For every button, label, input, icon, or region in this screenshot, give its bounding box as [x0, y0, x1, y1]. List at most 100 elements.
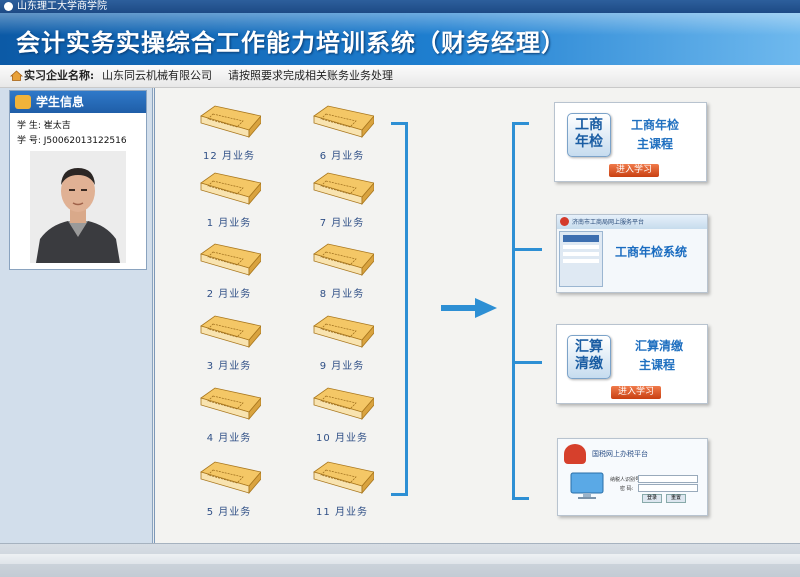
- instruction-text: 请按照要求完成相关账务业务处理: [228, 69, 393, 82]
- title-banner: 会计实务实操综合工作能力培训系统（财务经理）: [0, 13, 800, 65]
- school-name: 山东理工大学商学院: [17, 1, 107, 12]
- footer-line: [0, 554, 800, 564]
- taxpayer-id-label: 纳税人识别号:: [610, 477, 642, 483]
- month-2-ledger[interactable]: 2 月业务: [169, 242, 289, 308]
- system-sidebar: [559, 231, 603, 287]
- ledger-label: 10 月业务: [316, 433, 368, 444]
- settlement-enter-button[interactable]: 进入学习: [611, 386, 661, 399]
- annual-system-module[interactable]: 济南市工商局网上服务平台 工商年检系统: [556, 214, 708, 293]
- student-id-row: 学 号: J50062013122516: [17, 133, 127, 146]
- system-menu-line: [563, 252, 599, 256]
- ledger-book-icon: [200, 315, 261, 349]
- ledger-label: 8 月业务: [319, 289, 365, 300]
- month-3-ledger[interactable]: 3 月业务: [169, 314, 289, 380]
- annual-inspection-title: 工商年检: [631, 118, 680, 132]
- banner-gloss: [0, 13, 800, 35]
- ledger-label: 11 月业务: [316, 507, 368, 518]
- annual-inspection-module[interactable]: 工商 年检 工商年检 主课程 进入学习: [554, 102, 707, 182]
- icon-text-bottom: 年检: [575, 134, 603, 150]
- student-id: J50062013122516: [43, 136, 127, 146]
- ledger-book-icon: [200, 105, 261, 139]
- settlement-title: 汇算清缴: [635, 339, 684, 353]
- password-label: 密 码:: [620, 486, 634, 492]
- ledger-book-icon: [200, 243, 261, 277]
- month-4-ledger[interactable]: 4 月业务: [169, 386, 289, 452]
- annual-inspection-enter-button[interactable]: 进入学习: [609, 164, 659, 177]
- ledger-label: 2 月业务: [206, 289, 252, 300]
- ledger-label: 3 月业务: [206, 361, 252, 372]
- student-name-label: 学 生:: [17, 121, 41, 131]
- ledger-label: 4 月业务: [206, 433, 252, 444]
- ledger-book-icon: [313, 461, 374, 495]
- info-bar: 实习企业名称: 山东同云机械有限公司 请按照要求完成相关账务业务处理: [0, 65, 800, 88]
- student-panel-title: 学生信息: [36, 95, 85, 109]
- reset-button[interactable]: 重置: [666, 494, 686, 503]
- sidebar: 学生信息 学 生: 崔太吉 学 号: J50062013122516: [0, 88, 153, 543]
- ledger-book-icon: [200, 387, 261, 421]
- annual-inspection-subtitle: 主课程: [637, 137, 674, 151]
- student-id-label: 学 号:: [17, 136, 41, 146]
- login-button[interactable]: 登录: [642, 494, 662, 503]
- month-1-ledger[interactable]: 1 月业务: [169, 171, 289, 237]
- system-header: 济南市工商局网上服务平台: [557, 215, 707, 229]
- ledger-bracket: [391, 122, 408, 496]
- ledger-label: 5 月业务: [206, 507, 252, 518]
- connector-line: [512, 361, 542, 364]
- ledger-book-icon: [313, 105, 374, 139]
- student-info-panel: 学生信息 学 生: 崔太吉 学 号: J50062013122516: [9, 90, 147, 270]
- tax-emblem-icon: [564, 444, 586, 464]
- user-group-icon: [15, 95, 31, 109]
- month-9-ledger[interactable]: 9 月业务: [282, 314, 402, 380]
- ledger-book-icon: [200, 172, 261, 206]
- month-12-ledger[interactable]: 12 月业务: [169, 104, 289, 170]
- annual-inspection-icon: 工商 年检: [567, 113, 611, 157]
- ledger-book-icon: [313, 172, 374, 206]
- ledger-label: 12 月业务: [203, 151, 255, 162]
- month-10-ledger[interactable]: 10 月业务: [282, 386, 402, 452]
- month-5-ledger[interactable]: 5 月业务: [169, 460, 289, 526]
- student-name-row: 学 生: 崔太吉: [17, 118, 71, 131]
- icon-text-top: 汇算: [575, 339, 603, 355]
- password-input[interactable]: [638, 484, 698, 492]
- student-panel-header: 学生信息: [10, 91, 146, 113]
- computer-icon: [570, 472, 604, 499]
- system-banner-text: 济南市工商局网上服务平台: [572, 219, 645, 226]
- annual-system-title: 工商年检系统: [615, 245, 688, 259]
- ledger-label: 7 月业务: [319, 218, 365, 229]
- student-name: 崔太吉: [43, 121, 71, 131]
- school-logo-icon: [4, 2, 13, 11]
- ledger-book-icon: [313, 387, 374, 421]
- arrow-right-icon: [441, 298, 497, 318]
- footer: [0, 543, 800, 577]
- company-label: 实习企业名称:: [24, 69, 95, 82]
- system-menu-bar: [563, 235, 599, 242]
- emblem-icon: [560, 217, 569, 226]
- month-11-ledger[interactable]: 11 月业务: [282, 460, 402, 526]
- settlement-icon: 汇算 清缴: [567, 335, 611, 379]
- tax-platform-module[interactable]: 国税网上办税平台 纳税人识别号: 密 码: 登录 重置: [557, 438, 708, 516]
- ledger-book-icon: [200, 461, 261, 495]
- connector-line: [512, 248, 542, 251]
- ledger-book-icon: [313, 315, 374, 349]
- company-name: 山东同云机械有限公司: [102, 69, 212, 82]
- tax-platform-title: 国税网上办税平台: [592, 450, 648, 458]
- system-menu-line: [563, 259, 599, 263]
- module-bracket: [512, 122, 529, 500]
- ledger-label: 1 月业务: [206, 218, 252, 229]
- system-menu-line: [563, 245, 599, 249]
- icon-text-top: 工商: [575, 117, 603, 133]
- month-6-ledger[interactable]: 6 月业务: [282, 104, 402, 170]
- icon-text-bottom: 清缴: [575, 356, 603, 372]
- settlement-module[interactable]: 汇算 清缴 汇算清缴 主课程 进入学习: [556, 324, 708, 404]
- page-title: 会计实务实操综合工作能力培训系统（财务经理）: [16, 29, 566, 57]
- home-icon: [10, 70, 23, 81]
- month-7-ledger[interactable]: 7 月业务: [282, 171, 402, 237]
- settlement-subtitle: 主课程: [639, 358, 676, 372]
- ledger-label: 6 月业务: [319, 151, 365, 162]
- month-8-ledger[interactable]: 8 月业务: [282, 242, 402, 308]
- ledger-label: 9 月业务: [319, 361, 365, 372]
- student-photo: [30, 151, 126, 263]
- taxpayer-id-input[interactable]: [638, 475, 698, 483]
- top-strip: 山东理工大学商学院: [0, 0, 800, 13]
- ledger-book-icon: [313, 243, 374, 277]
